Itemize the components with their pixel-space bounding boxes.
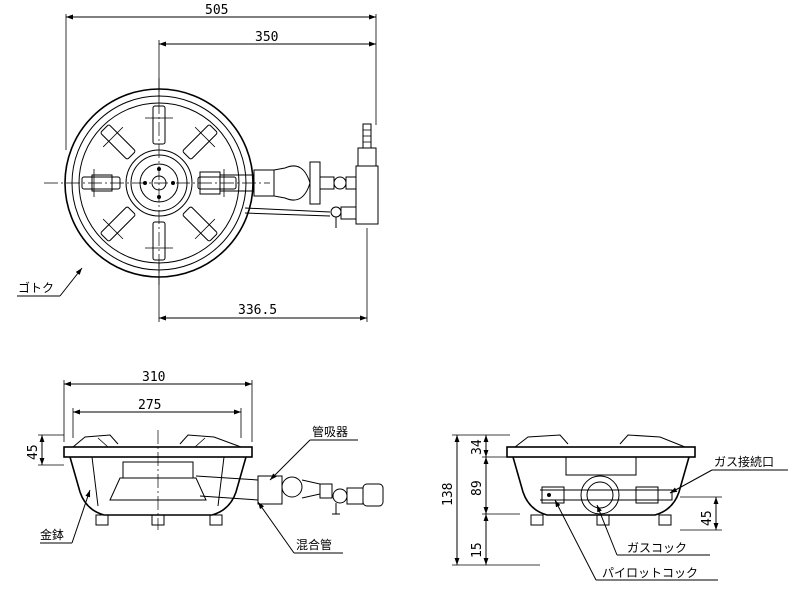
pilot-line-top — [244, 206, 357, 228]
label-gotoku-top: ゴトク — [17, 267, 83, 297]
dimension-trivet-height: 45 — [26, 434, 64, 466]
label-gas-cock-group: ガスコック — [596, 504, 710, 556]
dimension-total-height: 138 — [441, 435, 460, 565]
front-view: 310 275 45 — [26, 370, 384, 554]
mixing-tube-front — [195, 475, 384, 515]
side-view: 138 34 89 15 45 — [441, 434, 788, 581]
dim-45-side: 45 — [700, 510, 715, 526]
label-gotoku: ゴトク — [18, 280, 54, 295]
label-pilot-cock: パイロットコック — [602, 566, 698, 580]
label-kanshuuki: 管吸器 — [312, 424, 348, 439]
dimension-center-to-inlet: 350 — [158, 30, 376, 100]
label-kanabachi-group: 金鉢 — [40, 489, 91, 544]
label-gas-inlet: ガス接続口 — [714, 454, 774, 469]
dim-275: 275 — [138, 398, 161, 413]
top-view: 505 350 336.5 — [17, 3, 379, 322]
label-gas-inlet-group: ガス接続口 — [669, 454, 788, 494]
dim-505: 505 — [205, 3, 228, 18]
label-pilot-cock-group: パイロットコック — [554, 499, 718, 581]
dimension-center-to-pilot: 336.5 — [158, 228, 368, 322]
dim-34: 34 — [470, 439, 485, 455]
dimension-inlet-height: 45 — [700, 497, 719, 530]
label-kanabachi: 金鉢 — [40, 527, 64, 542]
dim-336-5: 336.5 — [238, 303, 277, 318]
dim-45-front: 45 — [26, 444, 41, 460]
dim-15: 15 — [470, 542, 485, 558]
gas-inlet-top — [355, 123, 379, 225]
burner-head — [91, 149, 221, 217]
dimension-body-width: 310 — [63, 370, 253, 442]
label-kongoukan-group: 混合管 — [257, 501, 343, 554]
dim-138: 138 — [441, 483, 456, 506]
dim-350: 350 — [255, 30, 278, 45]
dimension-leg-height: 15 — [470, 514, 489, 565]
dim-310: 310 — [142, 370, 165, 385]
dimension-body-height: 89 — [470, 457, 489, 514]
label-kanshuuki-group: 管吸器 — [269, 424, 358, 481]
label-gas-cock: ガスコック — [627, 541, 687, 555]
mixing-tube-top — [220, 161, 357, 205]
dimension-top-height: 34 — [470, 435, 489, 457]
dimension-trivet-width: 275 — [72, 398, 242, 438]
dim-89: 89 — [470, 480, 485, 496]
dimension-overall-width: 505 — [65, 3, 377, 150]
trivet-spokes — [81, 105, 237, 261]
label-kongoukan: 混合管 — [296, 537, 332, 552]
